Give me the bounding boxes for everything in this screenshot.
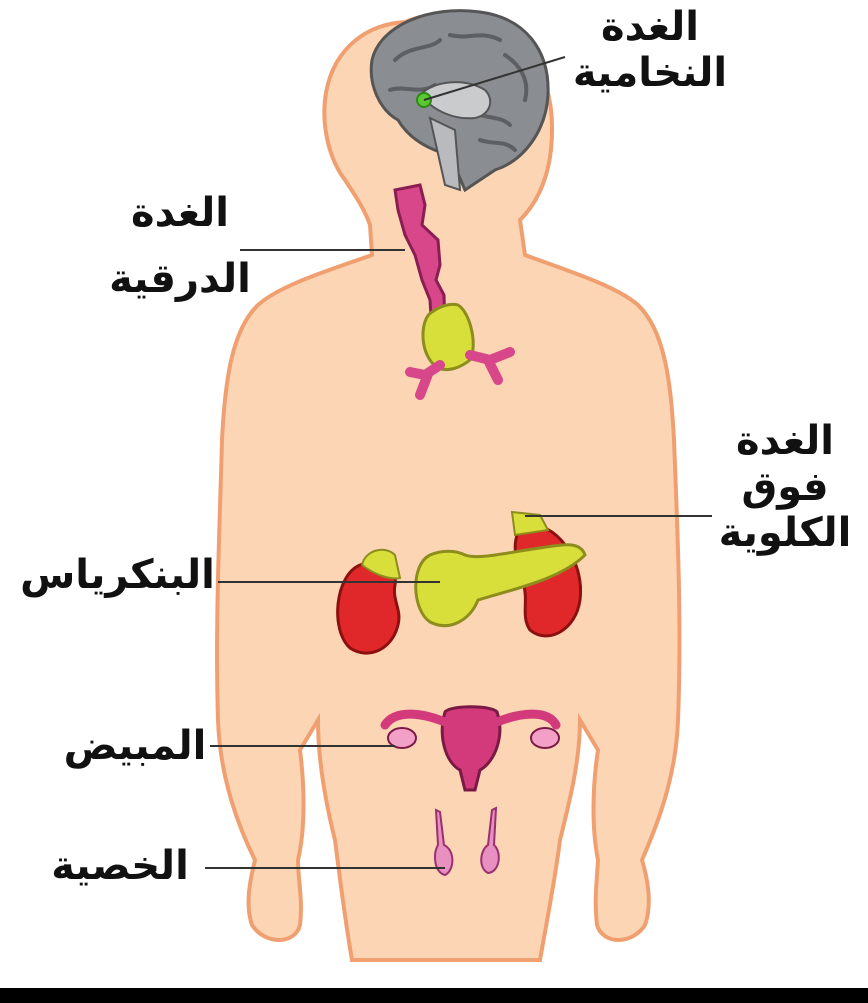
pituitary-label-line2: النخامية [560, 50, 740, 96]
right-ovary [531, 728, 559, 748]
ovary-label: المبيض [60, 723, 210, 769]
adrenal-label: الغدة فوق الكلوية [705, 418, 865, 556]
ovary-label-text: المبيض [60, 723, 210, 769]
pancreas-label-text: البنكرياس [5, 552, 230, 598]
pituitary-label: الغدة النخامية [560, 4, 740, 96]
testis-label-text: الخصية [35, 843, 205, 889]
pituitary-label-line1: الغدة [560, 4, 740, 50]
adrenal-label-line3: الكلوية [705, 510, 865, 556]
adrenal-label-line2: فوق [705, 464, 865, 510]
testis-label: الخصية [35, 843, 205, 889]
thyroid-label-line1: الغدة [100, 190, 260, 236]
thyroid-label-line2: الدرقية [100, 256, 260, 302]
pancreas-label: البنكرياس [5, 552, 230, 598]
bottom-border-bar [0, 988, 868, 1003]
thyroid-label: الغدة الدرقية [100, 190, 260, 302]
thyroid-gland [423, 304, 473, 369]
adrenal-label-line1: الغدة [705, 418, 865, 464]
